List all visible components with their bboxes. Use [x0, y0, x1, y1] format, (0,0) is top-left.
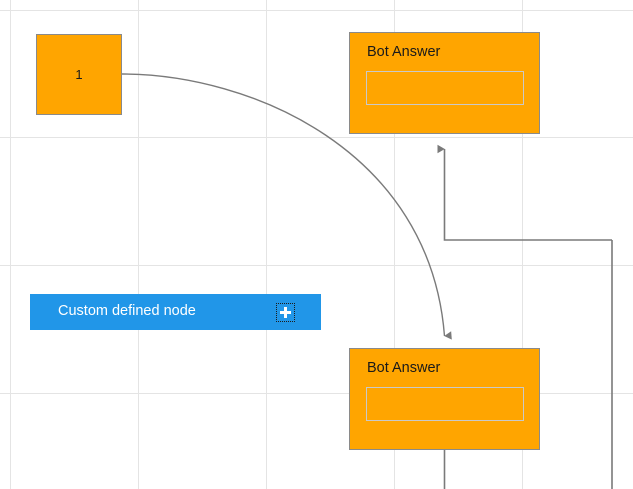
bot-answer-bottom-field[interactable] — [366, 387, 524, 421]
start-node[interactable]: 1 — [36, 34, 122, 115]
plus-icon[interactable] — [276, 302, 295, 322]
custom-defined-node-palette-item[interactable]: Custom defined node — [30, 294, 321, 330]
bot-answer-top-title: Bot Answer — [367, 44, 441, 60]
bot-answer-node-bottom[interactable]: Bot Answer — [349, 348, 540, 450]
orthogonal-connector-to-bot-answer-top[interactable] — [437, 144, 613, 241]
bot-answer-top-field[interactable] — [366, 71, 524, 105]
start-node-label: 1 — [75, 67, 83, 82]
bot-answer-node-top[interactable]: Bot Answer — [349, 32, 540, 134]
curved-connector-start-to-bot-answer-bottom[interactable] — [121, 73, 452, 340]
custom-defined-node-label: Custom defined node — [58, 303, 196, 320]
bot-answer-bottom-title: Bot Answer — [367, 360, 441, 376]
